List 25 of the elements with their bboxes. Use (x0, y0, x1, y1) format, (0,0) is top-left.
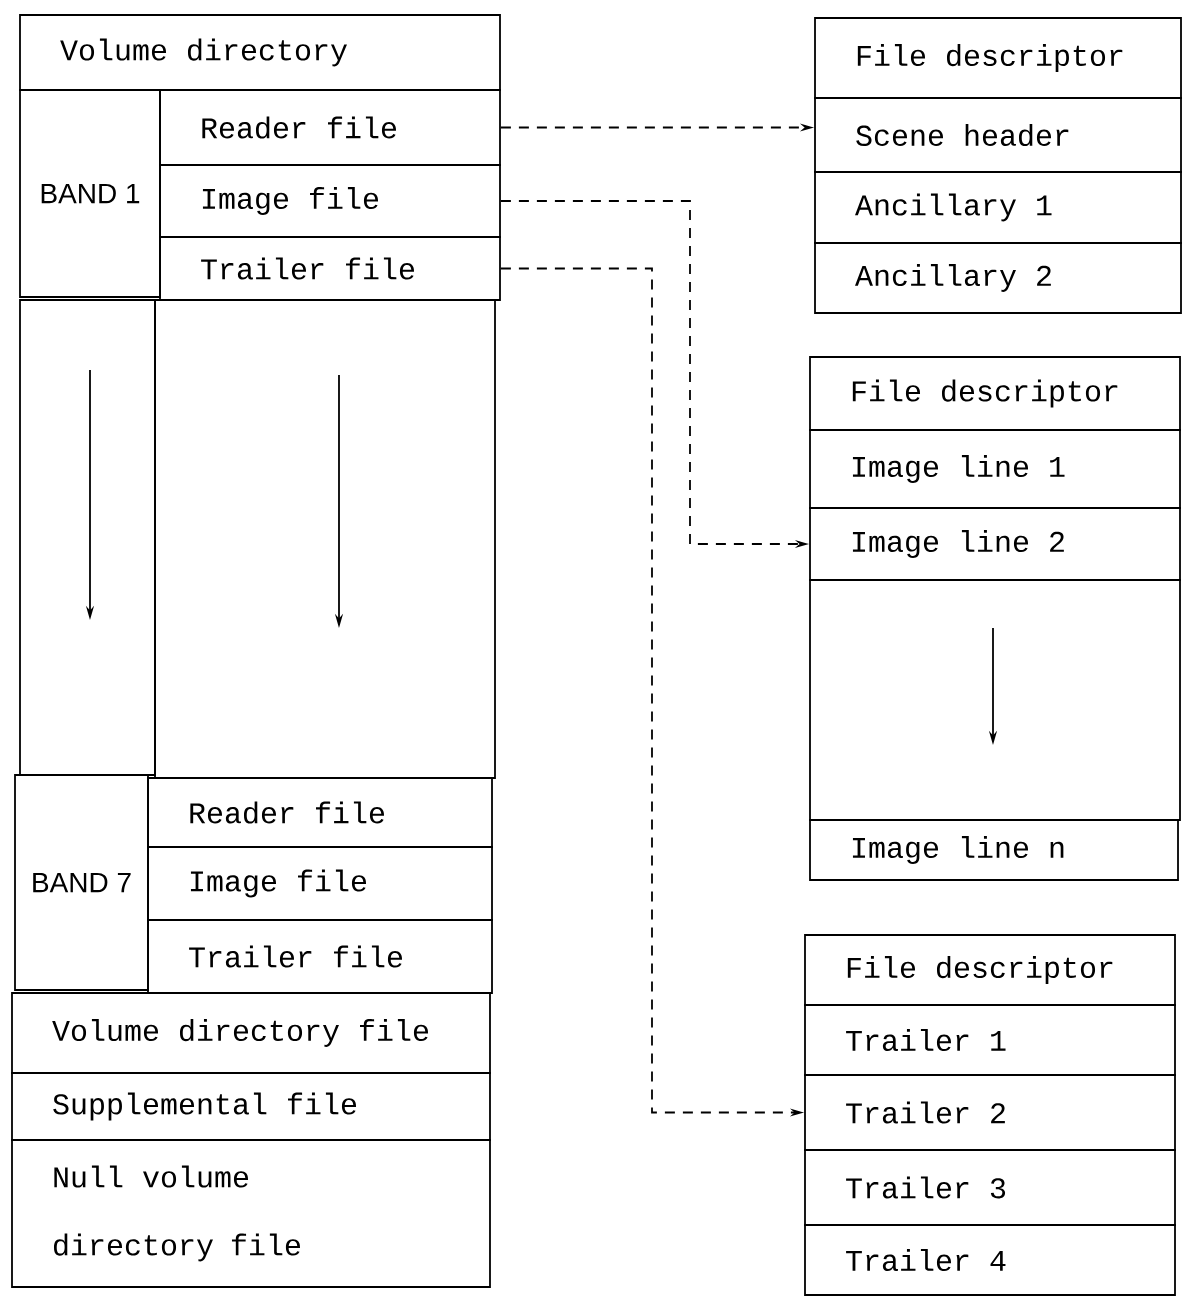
record-cell: Reader file (147, 777, 493, 848)
band-label-cell: BAND 7 (14, 774, 149, 991)
record-cell: Trailer 3 (804, 1149, 1176, 1226)
record-cell: Image line 2 (809, 507, 1181, 581)
record-cell: Image line 1 (809, 429, 1181, 509)
record-cell: Trailer 2 (804, 1074, 1176, 1151)
record-cell: Trailer 1 (804, 1004, 1176, 1076)
record-cell: File descriptor (809, 356, 1181, 431)
record-cell: Volume directory file (11, 992, 491, 1074)
record-cell: Trailer 4 (804, 1224, 1176, 1296)
record-cell: Ancillary 1 (814, 171, 1182, 244)
record-cell: Null volume directory file (11, 1139, 491, 1288)
record-cell: Ancillary 2 (814, 242, 1182, 314)
record-cell: Supplemental file (11, 1072, 491, 1141)
record-cell: Trailer file (159, 236, 501, 301)
record-cell: Image file (147, 846, 493, 921)
record-cell: Volume directory (19, 14, 501, 91)
record-cell: Reader file (159, 89, 501, 166)
record-cell: File descriptor (804, 934, 1176, 1006)
record-cell: Image file (159, 164, 501, 238)
record-cell: Image line n (809, 819, 1179, 881)
record-cell: File descriptor (814, 17, 1182, 99)
band-label-cell: BAND 1 (19, 89, 161, 298)
record-cell: Scene header (814, 97, 1182, 173)
record-cell: Trailer file (147, 919, 493, 994)
